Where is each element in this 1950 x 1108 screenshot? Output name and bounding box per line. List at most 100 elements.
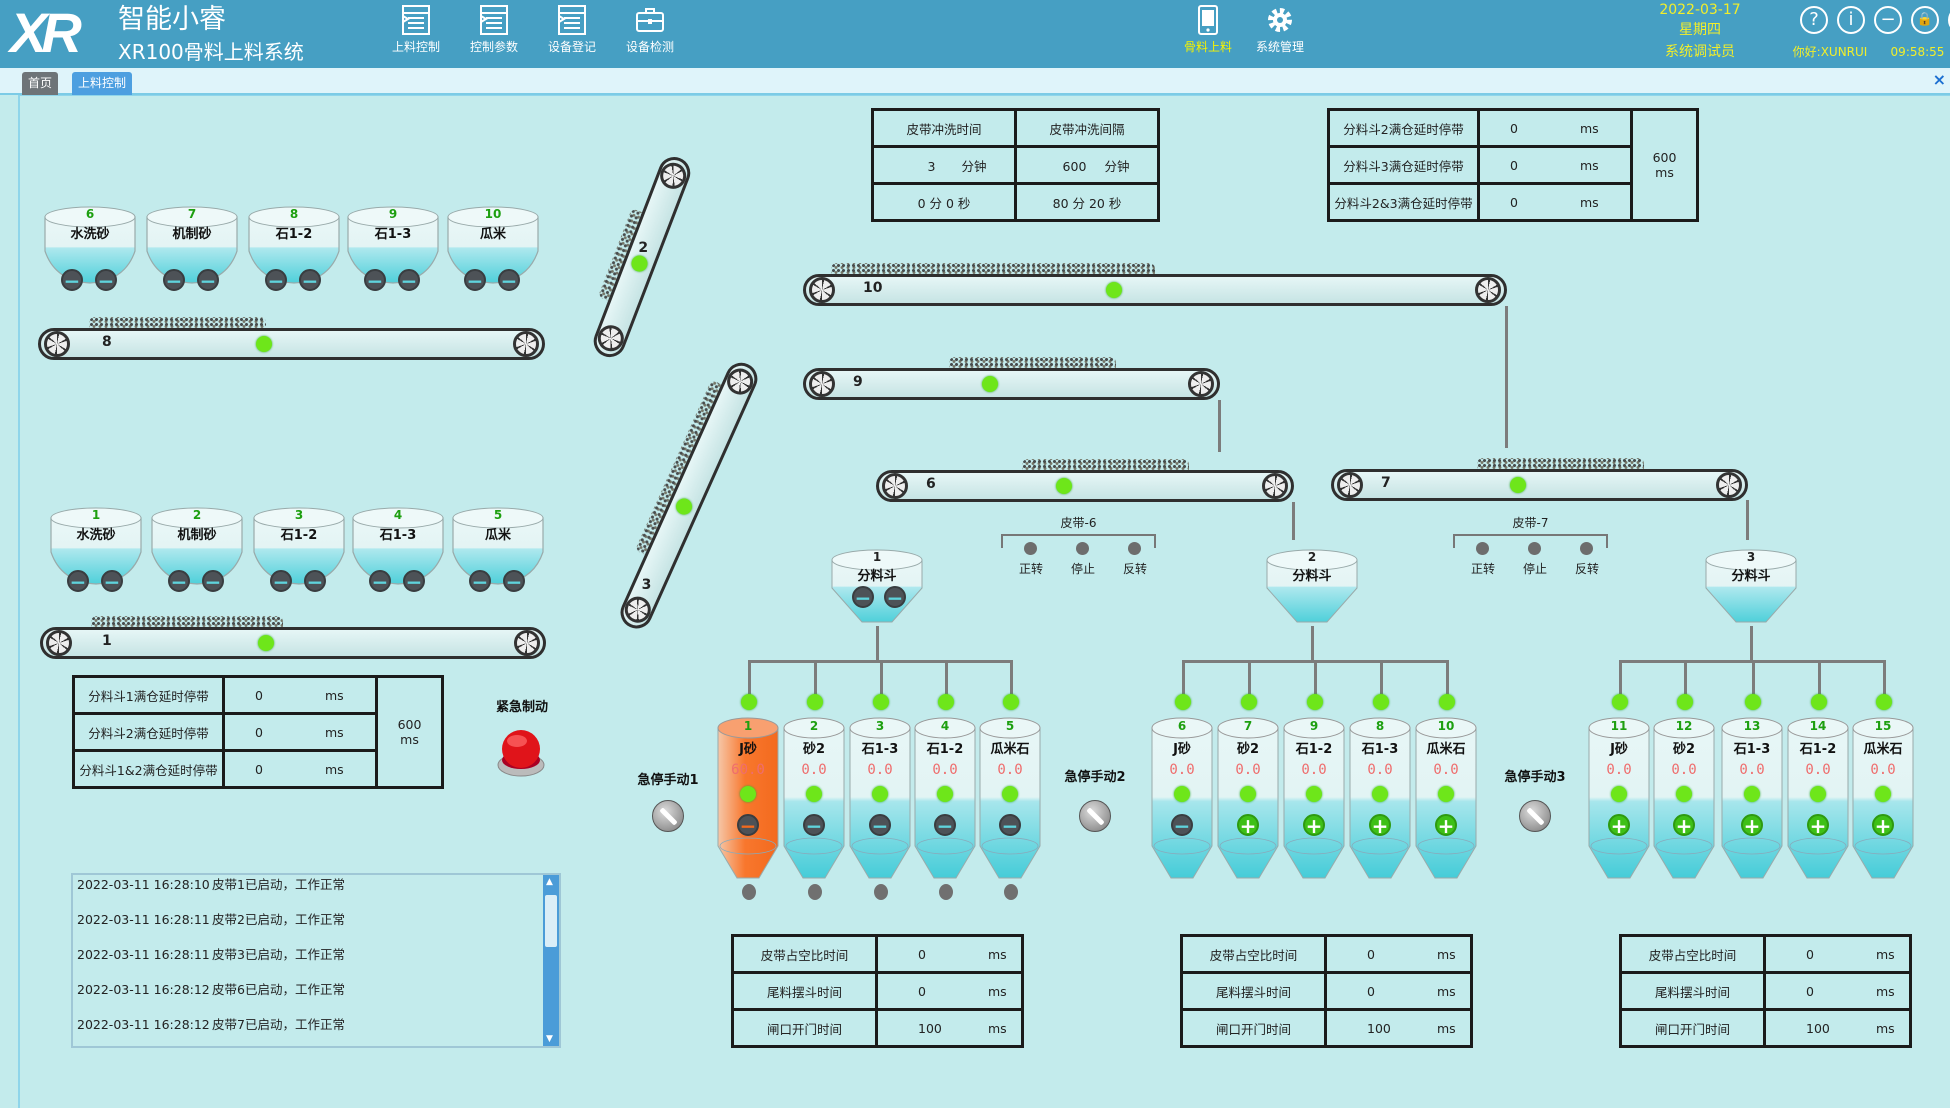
nav-1[interactable]: 上料控制 xyxy=(380,4,452,55)
total-value: 600 xyxy=(397,717,422,732)
timing-value[interactable]: 100 xyxy=(918,1020,942,1036)
nav-4[interactable]: 设备检测 xyxy=(614,4,686,55)
bin-status-indicator xyxy=(1676,786,1692,802)
gate-close-button[interactable]: − xyxy=(299,269,321,291)
open-gate-button[interactable]: + xyxy=(1673,814,1695,836)
close-tab-icon[interactable]: × xyxy=(1932,70,1946,89)
close-gate-button[interactable]: − xyxy=(1171,814,1193,836)
feed-indicator xyxy=(1677,694,1693,710)
direction-radio[interactable] xyxy=(1128,542,1141,555)
estop-knob[interactable] xyxy=(1079,800,1111,832)
open-gate-button[interactable]: + xyxy=(1872,814,1894,836)
timing-value[interactable]: 0 xyxy=(918,946,926,962)
gate-close-button[interactable]: − xyxy=(265,269,287,291)
close-gate-button[interactable]: − xyxy=(803,814,825,836)
open-gate-button[interactable]: + xyxy=(1237,814,1259,836)
setting-value[interactable]: 3 xyxy=(927,158,936,174)
direction-radio[interactable] xyxy=(1024,542,1037,555)
minimize-icon[interactable]: − xyxy=(1874,6,1902,34)
feed-indicator xyxy=(1307,694,1323,710)
setting-value[interactable]: 600 xyxy=(1062,158,1087,174)
emergency-brake-button[interactable] xyxy=(496,727,546,779)
tab-feed-control[interactable]: 上料控制 xyxy=(72,72,133,95)
scroll-thumb[interactable] xyxy=(545,895,557,947)
estop-knob[interactable] xyxy=(1519,800,1551,832)
close-gate-button[interactable]: − xyxy=(737,814,759,836)
nav-2[interactable]: 控制参数 xyxy=(458,4,530,55)
delay-value[interactable]: 0 xyxy=(1510,120,1518,136)
timing-value[interactable]: 0 xyxy=(1367,983,1375,999)
gate-close-button[interactable]: − xyxy=(202,570,224,592)
open-gate-button[interactable]: + xyxy=(1741,814,1763,836)
open-gate-button[interactable]: + xyxy=(1303,814,1325,836)
belt-running-indicator xyxy=(1105,282,1122,298)
delay-value[interactable]: 0 xyxy=(255,687,263,703)
direction-label: 反转 xyxy=(1574,562,1599,576)
scroll-down-icon[interactable]: ▼ xyxy=(546,1034,553,1044)
gate-close-button[interactable]: − xyxy=(364,269,386,291)
nav-right-1[interactable]: 骨料上料 xyxy=(1172,4,1244,55)
gate-close-button[interactable]: − xyxy=(61,269,83,291)
delay-value[interactable]: 0 xyxy=(1510,194,1518,210)
gate-close-button[interactable]: − xyxy=(304,570,326,592)
info-icon[interactable]: i xyxy=(1837,6,1865,34)
gate-close-button[interactable]: − xyxy=(503,570,525,592)
delay-value[interactable]: 0 xyxy=(1510,157,1518,173)
splitter-gate-button[interactable]: − xyxy=(852,586,874,608)
gate-close-button[interactable]: − xyxy=(168,570,190,592)
nav-right-2[interactable]: 系统管理 xyxy=(1244,4,1316,55)
delay-value[interactable]: 0 xyxy=(255,724,263,740)
gate-close-button[interactable]: − xyxy=(67,570,89,592)
lock-icon[interactable]: 🔒 xyxy=(1911,6,1939,34)
gate-close-button[interactable]: − xyxy=(101,570,123,592)
nav-3[interactable]: 设备登记 xyxy=(536,4,608,55)
timing-value[interactable]: 100 xyxy=(1806,1020,1830,1036)
gate-close-button[interactable]: − xyxy=(464,269,486,291)
gate-close-button[interactable]: − xyxy=(197,269,219,291)
timing-value[interactable]: 0 xyxy=(1806,946,1814,962)
splitter-gate-button[interactable]: − xyxy=(884,586,906,608)
tab-home[interactable]: 首页 xyxy=(22,72,59,95)
feed-indicator xyxy=(1439,694,1455,710)
hopper-shape xyxy=(145,205,239,289)
direction-label: 停止 xyxy=(1070,562,1095,576)
estop-knob[interactable] xyxy=(652,800,684,832)
direction-radio[interactable] xyxy=(1476,542,1489,555)
direction-radio[interactable] xyxy=(1076,542,1089,555)
open-gate-button[interactable]: + xyxy=(1435,814,1457,836)
gate-close-button[interactable]: − xyxy=(163,269,185,291)
bin-status-indicator xyxy=(1002,786,1018,802)
unit: ms xyxy=(1437,983,1456,999)
timing-value[interactable]: 0 xyxy=(918,983,926,999)
scroll-up-icon[interactable]: ▲ xyxy=(546,877,553,887)
open-gate-button[interactable]: + xyxy=(1807,814,1829,836)
direction-radio[interactable] xyxy=(1528,542,1541,555)
gate-close-button[interactable]: − xyxy=(398,269,420,291)
discharge-indicator xyxy=(742,884,756,900)
hopper-material: 水洗砂 xyxy=(76,528,116,543)
help-icon[interactable]: ? xyxy=(1800,6,1828,34)
open-gate-button[interactable]: + xyxy=(1608,814,1630,836)
gate-close-button[interactable]: − xyxy=(369,570,391,592)
bin-material: 砂2 xyxy=(802,742,826,757)
gate-close-button[interactable]: − xyxy=(498,269,520,291)
open-gate-button[interactable]: + xyxy=(1369,814,1391,836)
timing-value[interactable]: 0 xyxy=(1367,946,1375,962)
timing-value[interactable]: 0 xyxy=(1806,983,1814,999)
timing-value[interactable]: 100 xyxy=(1367,1020,1391,1036)
gate-close-button[interactable]: − xyxy=(270,570,292,592)
delay-value[interactable]: 0 xyxy=(255,761,263,777)
gate-close-button[interactable]: − xyxy=(469,570,491,592)
close-gate-button[interactable]: − xyxy=(869,814,891,836)
gate-close-button[interactable]: − xyxy=(403,570,425,592)
bin-shape xyxy=(1151,716,1213,885)
direction-radio[interactable] xyxy=(1580,542,1593,555)
unit: ms xyxy=(1580,157,1599,173)
close-gate-button[interactable]: − xyxy=(999,814,1021,836)
close-gate-button[interactable]: − xyxy=(934,814,956,836)
log-scrollbar[interactable]: ▲ ▼ xyxy=(543,875,559,1046)
gate-close-button[interactable]: − xyxy=(95,269,117,291)
